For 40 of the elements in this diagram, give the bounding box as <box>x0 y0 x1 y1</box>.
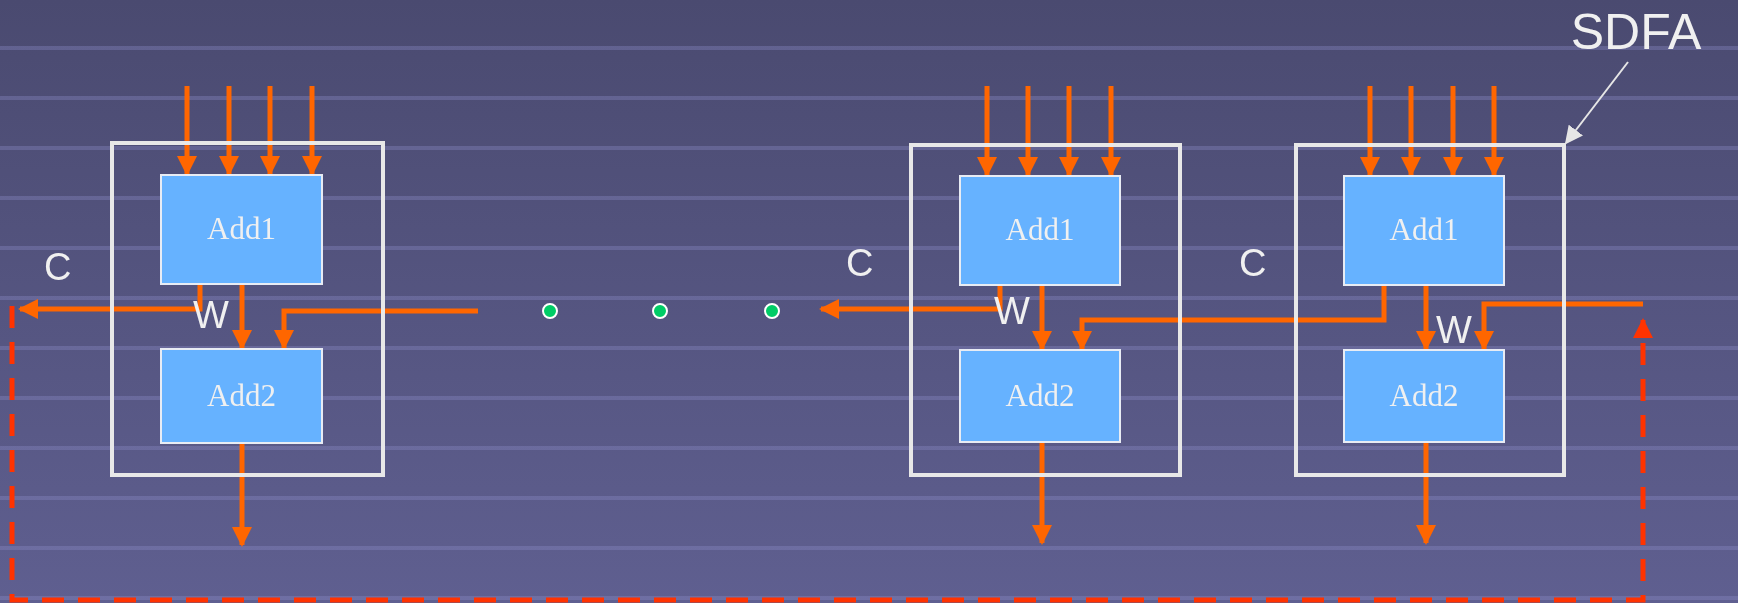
arrow <box>1360 86 1380 177</box>
callout-text: SDFA <box>1548 2 1724 62</box>
adder-block: Add2 <box>160 348 323 444</box>
adder-block: Add1 <box>160 174 323 285</box>
adder-block: Add2 <box>959 349 1121 443</box>
arrow <box>819 286 1003 319</box>
arrow <box>1101 86 1121 177</box>
arrow <box>274 308 478 350</box>
signal-label: W <box>1436 311 1472 349</box>
arrow <box>1032 443 1052 545</box>
arrow <box>302 86 322 176</box>
arrow <box>1416 443 1436 545</box>
arrow <box>1072 286 1387 351</box>
leader-line <box>1564 61 1629 145</box>
frame-box <box>110 141 385 477</box>
arrow <box>232 285 252 350</box>
signal-label: C <box>1239 244 1267 282</box>
adder-block: Add1 <box>1343 175 1505 286</box>
arrow <box>18 285 203 319</box>
arrow <box>260 86 280 176</box>
adder-block: Add1 <box>959 175 1121 286</box>
arrow <box>232 444 252 547</box>
arrow <box>1484 86 1504 177</box>
frame-box <box>1294 143 1566 477</box>
signal-label: C <box>44 248 72 286</box>
arrow <box>177 86 197 176</box>
signal-label: W <box>193 296 229 334</box>
arrow <box>219 86 239 176</box>
signal-label: C <box>846 244 874 282</box>
arrow <box>1443 86 1463 177</box>
arrow <box>1018 86 1038 177</box>
arrow <box>1474 301 1643 351</box>
signal-label: W <box>994 292 1030 330</box>
arrow <box>977 86 997 177</box>
arrow <box>1059 86 1079 177</box>
arrow <box>1416 286 1436 351</box>
frame-box <box>909 143 1182 477</box>
arrow <box>1401 86 1421 177</box>
adder-block: Add2 <box>1343 349 1505 443</box>
arrow <box>1032 286 1052 351</box>
